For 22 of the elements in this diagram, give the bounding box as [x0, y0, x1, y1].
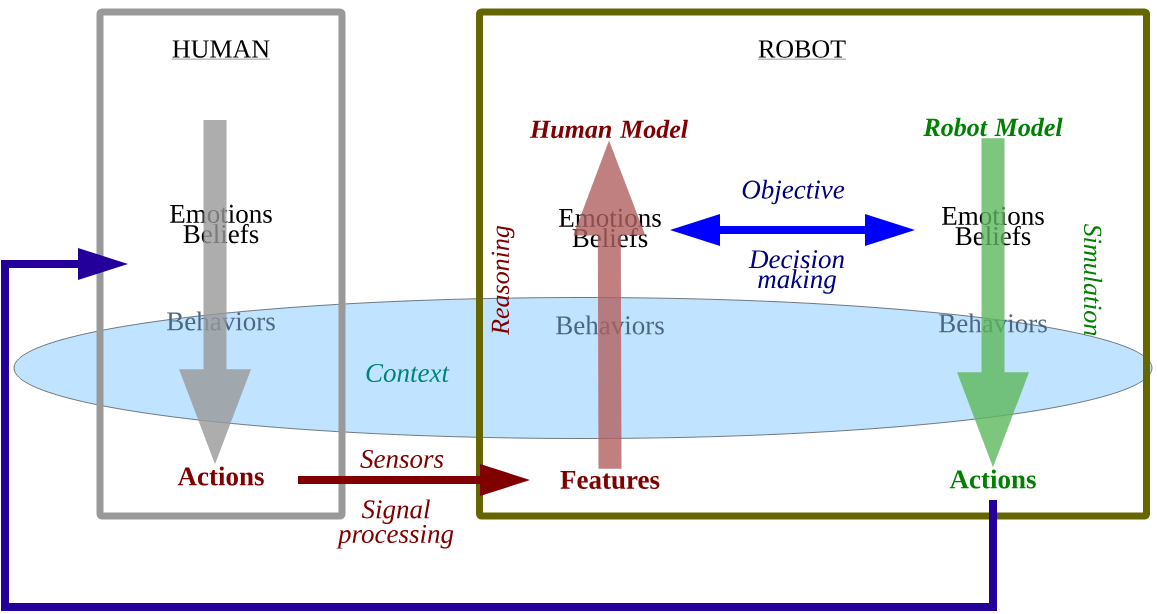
group-frame — [476, 8, 1150, 520]
heading: HUMAN — [171, 40, 271, 60]
text-label: Features — [560, 471, 660, 489]
arrow — [670, 214, 915, 246]
text-label: Actions — [949, 469, 1036, 489]
block-arrow — [179, 120, 251, 465]
text-label: Signal processing — [336, 499, 454, 549]
text-label: Actions — [177, 466, 264, 486]
rotated-label: Simulation — [1083, 223, 1103, 336]
text-label: Emotions Beliefs — [170, 204, 272, 244]
text-label: Emotions Beliefs — [942, 206, 1044, 246]
block-arrow — [573, 140, 646, 469]
model-title: Robot Model — [923, 117, 1063, 137]
block-arrow — [957, 138, 1029, 468]
heading: ROBOT — [757, 40, 847, 60]
group-frame — [96, 8, 346, 520]
model-title: Human Model — [529, 119, 688, 139]
arrow — [1, 248, 997, 611]
edge-label: Objective — [740, 178, 846, 206]
text-label: Decision making — [748, 250, 844, 294]
rotated-label: Reasoning — [491, 225, 515, 336]
edge-label: Sensors — [359, 448, 445, 470]
